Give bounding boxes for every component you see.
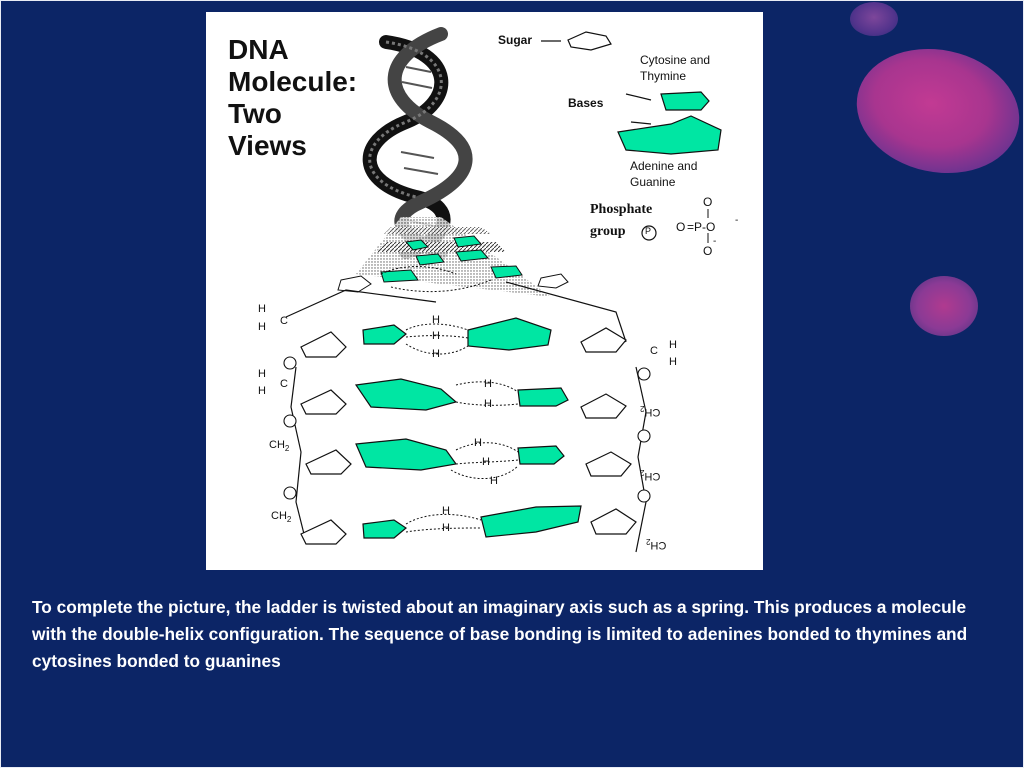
- phosphate-label-2: group: [590, 224, 626, 239]
- adenine-guanine-label-2: Guanine: [630, 175, 676, 189]
- adenine-guanine-label-1: Adenine and: [630, 159, 698, 173]
- sugars-right: [580, 327, 637, 535]
- distant-rungs: [337, 235, 569, 293]
- h-label: H: [258, 321, 266, 333]
- h-label: H: [669, 356, 677, 368]
- figure-title: DNA Molecule: Two Views: [228, 34, 358, 161]
- phosphate-o-top: O: [703, 195, 713, 209]
- phosphate-circles: [283, 356, 651, 503]
- h-bond-label: H: [482, 456, 490, 468]
- h-bond-label: H: [442, 522, 450, 534]
- phosphate-symbol: P: [645, 226, 652, 236]
- phosphate-charge-bottom: -: [713, 236, 717, 247]
- bases-label: Bases: [568, 96, 604, 110]
- sugar-label: Sugar: [498, 33, 533, 47]
- legend-shapes: [541, 31, 722, 241]
- ch2-label: CH2: [640, 404, 661, 419]
- sugars-left: [300, 331, 352, 545]
- h-bond-label: H: [432, 348, 440, 360]
- dna-illustration: [283, 27, 722, 553]
- h-bond-label: H: [474, 437, 482, 449]
- h-label: H: [669, 339, 677, 351]
- phosphate-middle: =P-O: [687, 220, 716, 234]
- hydrogen-bonds: [380, 266, 519, 533]
- h-bond-label: H: [484, 378, 492, 390]
- h-bond-label: H: [432, 314, 440, 326]
- h-bond-label: H: [484, 398, 492, 410]
- slide-caption: To complete the picture, the ladder is t…: [32, 597, 968, 671]
- cytosine-thymine-label-1: Cytosine and: [640, 53, 711, 67]
- h-label: H: [258, 368, 266, 380]
- c-label: C: [280, 315, 288, 327]
- phosphate-o-left: O: [676, 220, 686, 234]
- helix-projection: [356, 217, 551, 297]
- h-bond-label: H: [432, 330, 440, 342]
- ch2-label: CH2: [640, 468, 661, 483]
- ch2-label: CH2: [271, 510, 292, 525]
- ch2-label: CH2: [269, 439, 290, 454]
- phosphate-o-bottom: O: [703, 244, 713, 258]
- decorative-blob-small: [850, 2, 898, 36]
- ch2-label: CH2: [646, 537, 667, 552]
- phosphate-charge-right: -: [735, 215, 739, 226]
- base-pairs: [354, 317, 582, 539]
- c-label: C: [650, 345, 658, 357]
- dna-figure: DNA Molecule: Two Views Sugar Cytosine a…: [206, 12, 763, 570]
- h-bond-label: H: [442, 505, 450, 517]
- cytosine-thymine-label-2: Thymine: [640, 69, 687, 83]
- h-label: H: [258, 303, 266, 315]
- h-bond-label: H: [490, 475, 498, 487]
- phosphate-label-1: Phosphate: [590, 202, 653, 217]
- backbone-lines: [285, 281, 647, 553]
- c-label: C: [280, 378, 288, 390]
- h-label: H: [258, 385, 266, 397]
- decorative-blob-medium: [910, 276, 978, 336]
